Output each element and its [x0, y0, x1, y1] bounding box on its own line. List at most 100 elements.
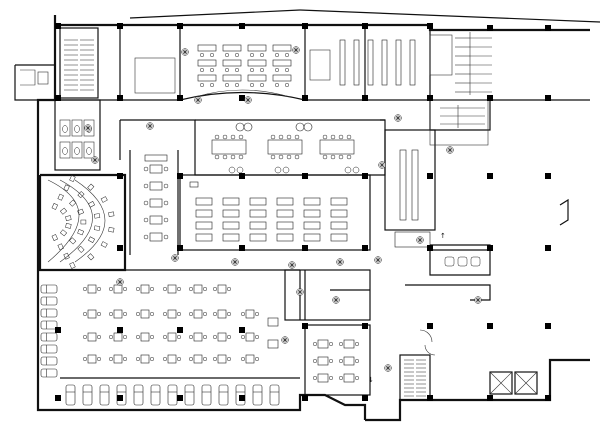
bottom-parked-cars [65, 384, 280, 406]
seat [94, 225, 101, 231]
column [487, 245, 493, 251]
chair [270, 154, 276, 160]
auditorium-seating [51, 175, 115, 269]
entry-arrow-icon: ↓ [368, 376, 374, 384]
cafe-table [317, 356, 329, 366]
stair-core-south [399, 354, 431, 401]
car [184, 384, 195, 406]
column [487, 323, 493, 329]
chair [82, 286, 88, 292]
plant-leaves [379, 162, 385, 168]
chair [122, 356, 128, 362]
chair [188, 286, 194, 292]
meeting-table [319, 139, 355, 155]
chair [224, 82, 230, 88]
column [427, 23, 433, 29]
chair [135, 286, 141, 292]
column [117, 23, 123, 29]
workstation-pod [113, 309, 123, 319]
workstation-pod [193, 309, 203, 319]
class-desk [303, 221, 321, 230]
car [40, 284, 58, 294]
seat [59, 229, 68, 237]
seat [51, 203, 58, 210]
chair [234, 67, 240, 73]
desk [272, 74, 292, 82]
chair [274, 52, 280, 58]
service-room [284, 269, 371, 321]
chair [354, 341, 360, 347]
car [252, 384, 263, 406]
chair [209, 67, 215, 73]
lobby-chair [444, 256, 455, 267]
chair [122, 334, 128, 340]
chair [162, 356, 168, 362]
workstation-pod [167, 284, 177, 294]
plant-leaves [289, 262, 295, 268]
column [427, 245, 433, 251]
car [40, 368, 58, 378]
cafe-room [304, 324, 371, 396]
lobby-seating [444, 256, 481, 267]
workstation-pod [245, 354, 255, 364]
workstation-pod [193, 284, 203, 294]
chair [202, 356, 208, 362]
workstation-pod [140, 309, 150, 319]
row-arc-2 [74, 179, 106, 263]
chair [163, 200, 169, 206]
column [545, 395, 551, 401]
workstation-pod [267, 339, 279, 349]
plant-leaves [297, 289, 303, 295]
car [201, 384, 212, 406]
chair [270, 134, 276, 140]
parking-bay [429, 100, 491, 131]
plant-leaves [447, 147, 453, 153]
desk [247, 74, 267, 82]
chair [202, 286, 208, 292]
column [487, 395, 493, 401]
lounge-chair [344, 166, 352, 174]
car [40, 356, 58, 366]
plant-leaves [282, 337, 288, 343]
class-desk [330, 197, 348, 206]
plant-leaves [475, 297, 481, 303]
seat [59, 207, 68, 215]
staircase-icon [404, 359, 426, 397]
seat [94, 213, 101, 219]
stage-arc [47, 179, 80, 263]
plant-leaves [375, 257, 381, 263]
door-swing-icon [419, 329, 433, 343]
chair [212, 311, 218, 317]
roof-edge-2 [129, 9, 301, 19]
plant-leaves [333, 297, 339, 303]
parking-stalls-top [455, 32, 492, 95]
chair [162, 286, 168, 292]
chair [338, 358, 344, 364]
plant-leaves [245, 97, 251, 103]
chair [199, 52, 205, 58]
classroom-walls [179, 174, 371, 251]
desk [247, 59, 267, 67]
chair [96, 286, 102, 292]
right-wing [384, 99, 491, 301]
chair [249, 67, 255, 73]
chair [108, 334, 114, 340]
shelf [411, 149, 419, 221]
chair [212, 356, 218, 362]
chair [338, 375, 344, 381]
workstation-pod [113, 332, 123, 342]
lectern [189, 181, 199, 188]
chair [149, 356, 155, 362]
chair [274, 67, 280, 73]
workstation-pod [245, 332, 255, 342]
column [487, 173, 493, 179]
cafe-table [343, 339, 355, 349]
chair [188, 356, 194, 362]
seat [87, 253, 95, 261]
seat [57, 243, 64, 251]
shelving-room [339, 39, 416, 86]
workstation-pod [87, 354, 97, 364]
car [40, 308, 58, 318]
workstation-pod [140, 354, 150, 364]
chair [143, 217, 149, 223]
